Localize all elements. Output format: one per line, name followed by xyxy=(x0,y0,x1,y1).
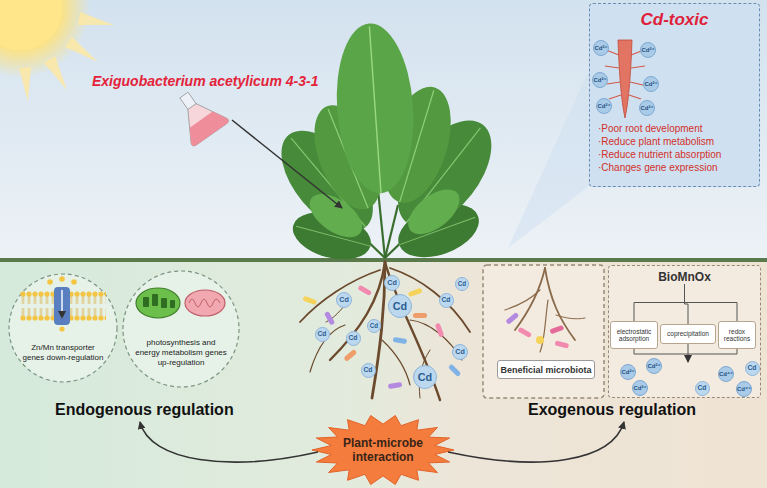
node-text: Cd-toxic xyxy=(598,10,751,30)
cd-particle: Cd xyxy=(455,277,469,291)
circle-outline xyxy=(8,273,118,383)
node-text: BioMnOx xyxy=(609,270,760,284)
panel-label-box: Beneficial microbiota xyxy=(497,360,595,379)
cd-particle: Cd xyxy=(336,292,352,308)
cd-particle: Cd xyxy=(315,327,330,342)
tree-connector xyxy=(685,284,738,321)
sorption-arrow xyxy=(688,354,689,362)
circle-outline-shape xyxy=(9,274,117,382)
microbiota-panel xyxy=(483,265,604,398)
cd-particle: Cd xyxy=(413,365,437,389)
cd-particle: Cd xyxy=(367,319,381,333)
cd-particle: Cd xyxy=(695,381,710,396)
cd-ion: Cd²⁺ xyxy=(593,40,609,56)
plant-roots xyxy=(300,262,470,400)
sky xyxy=(0,0,767,262)
cd-particle: Cd xyxy=(452,344,468,360)
sorption-lines xyxy=(634,344,737,354)
node-text: redox reactions xyxy=(720,328,754,343)
mechanism-box: electrostatic adsorption xyxy=(610,321,658,349)
inoculation-arrow xyxy=(232,120,342,208)
circle-outline-shape xyxy=(123,271,239,387)
interaction-arrow xyxy=(140,422,318,462)
cd-particle: Cd xyxy=(388,294,412,318)
mitochondrion xyxy=(185,290,225,316)
cd-ion: Cd²⁺ xyxy=(643,76,659,92)
species-label: Exiguobacterium acetylicum 4-3-1 xyxy=(92,72,354,92)
culture-flask xyxy=(166,82,230,147)
cd-particle: Cd xyxy=(384,275,400,291)
node-text: Zn/Mn transporter genes down-regulation xyxy=(20,343,106,363)
node-bullet: ·Reduce plant metabolism xyxy=(598,135,751,148)
node-text: electrostatic adsorption xyxy=(612,328,656,343)
node-bullet: ·Changes gene expression xyxy=(598,161,751,174)
cd-ion: Cd²⁺ xyxy=(640,42,656,58)
membrane-transporter xyxy=(20,276,106,331)
cd-ion: Cd²⁺ xyxy=(596,98,612,114)
cd-ion: Cd²⁺ xyxy=(646,358,662,374)
circle-outline xyxy=(122,270,240,388)
node-text: coprecipitation xyxy=(662,330,714,338)
spinach-plant xyxy=(264,21,510,268)
cd-particle: Cd xyxy=(439,293,454,308)
node-bullet: ·Reduce nutrient absorption xyxy=(598,148,751,161)
starburst-node: Plant-microbe interaction xyxy=(311,414,455,486)
cd-particle: Cd xyxy=(745,361,760,376)
cd-ion: Cd⁴⁺ xyxy=(736,381,752,397)
node-text: photosynthesis and energy metabolism gen… xyxy=(134,338,228,368)
tree-connector xyxy=(685,284,689,324)
node-text: Plant-microbe interaction xyxy=(333,436,433,464)
cd-ion: Cd²⁺ xyxy=(639,100,655,116)
ground-line xyxy=(0,258,767,262)
tree-connector xyxy=(634,284,685,321)
cd-ion: Cd²⁺ xyxy=(620,364,636,380)
interaction-arrow xyxy=(448,422,624,462)
cd-particle: Cd xyxy=(346,331,361,346)
starburst-shape xyxy=(312,416,454,485)
cd-ion: Cd⁴⁺ xyxy=(718,366,734,382)
cd-ion: Cd²⁺ xyxy=(592,72,608,88)
chloroplast xyxy=(136,288,180,318)
cd-particle: Cd xyxy=(361,363,376,378)
root-bacteria xyxy=(302,285,461,389)
cd-ion: Cd²⁺ xyxy=(632,380,648,396)
zoom-callout xyxy=(508,70,589,248)
mechanism-box: coprecipitation xyxy=(660,324,716,344)
node-text: Beneficial microbiota xyxy=(498,365,594,375)
node-bullet: ·Poor root development xyxy=(598,122,751,135)
region-label: Endogenous regulation xyxy=(55,400,255,420)
soil xyxy=(0,262,767,488)
gene-circle: photosynthesis and energy metabolism gen… xyxy=(122,270,240,388)
mechanism-box: redox reactions xyxy=(718,321,756,349)
region-label: Exogenous regulation xyxy=(528,400,728,420)
toxicity-panel: Cd-toxic ·Poor root development·Reduce pl… xyxy=(589,3,760,187)
gene-circle: Zn/Mn transporter genes down-regulation xyxy=(8,273,118,383)
